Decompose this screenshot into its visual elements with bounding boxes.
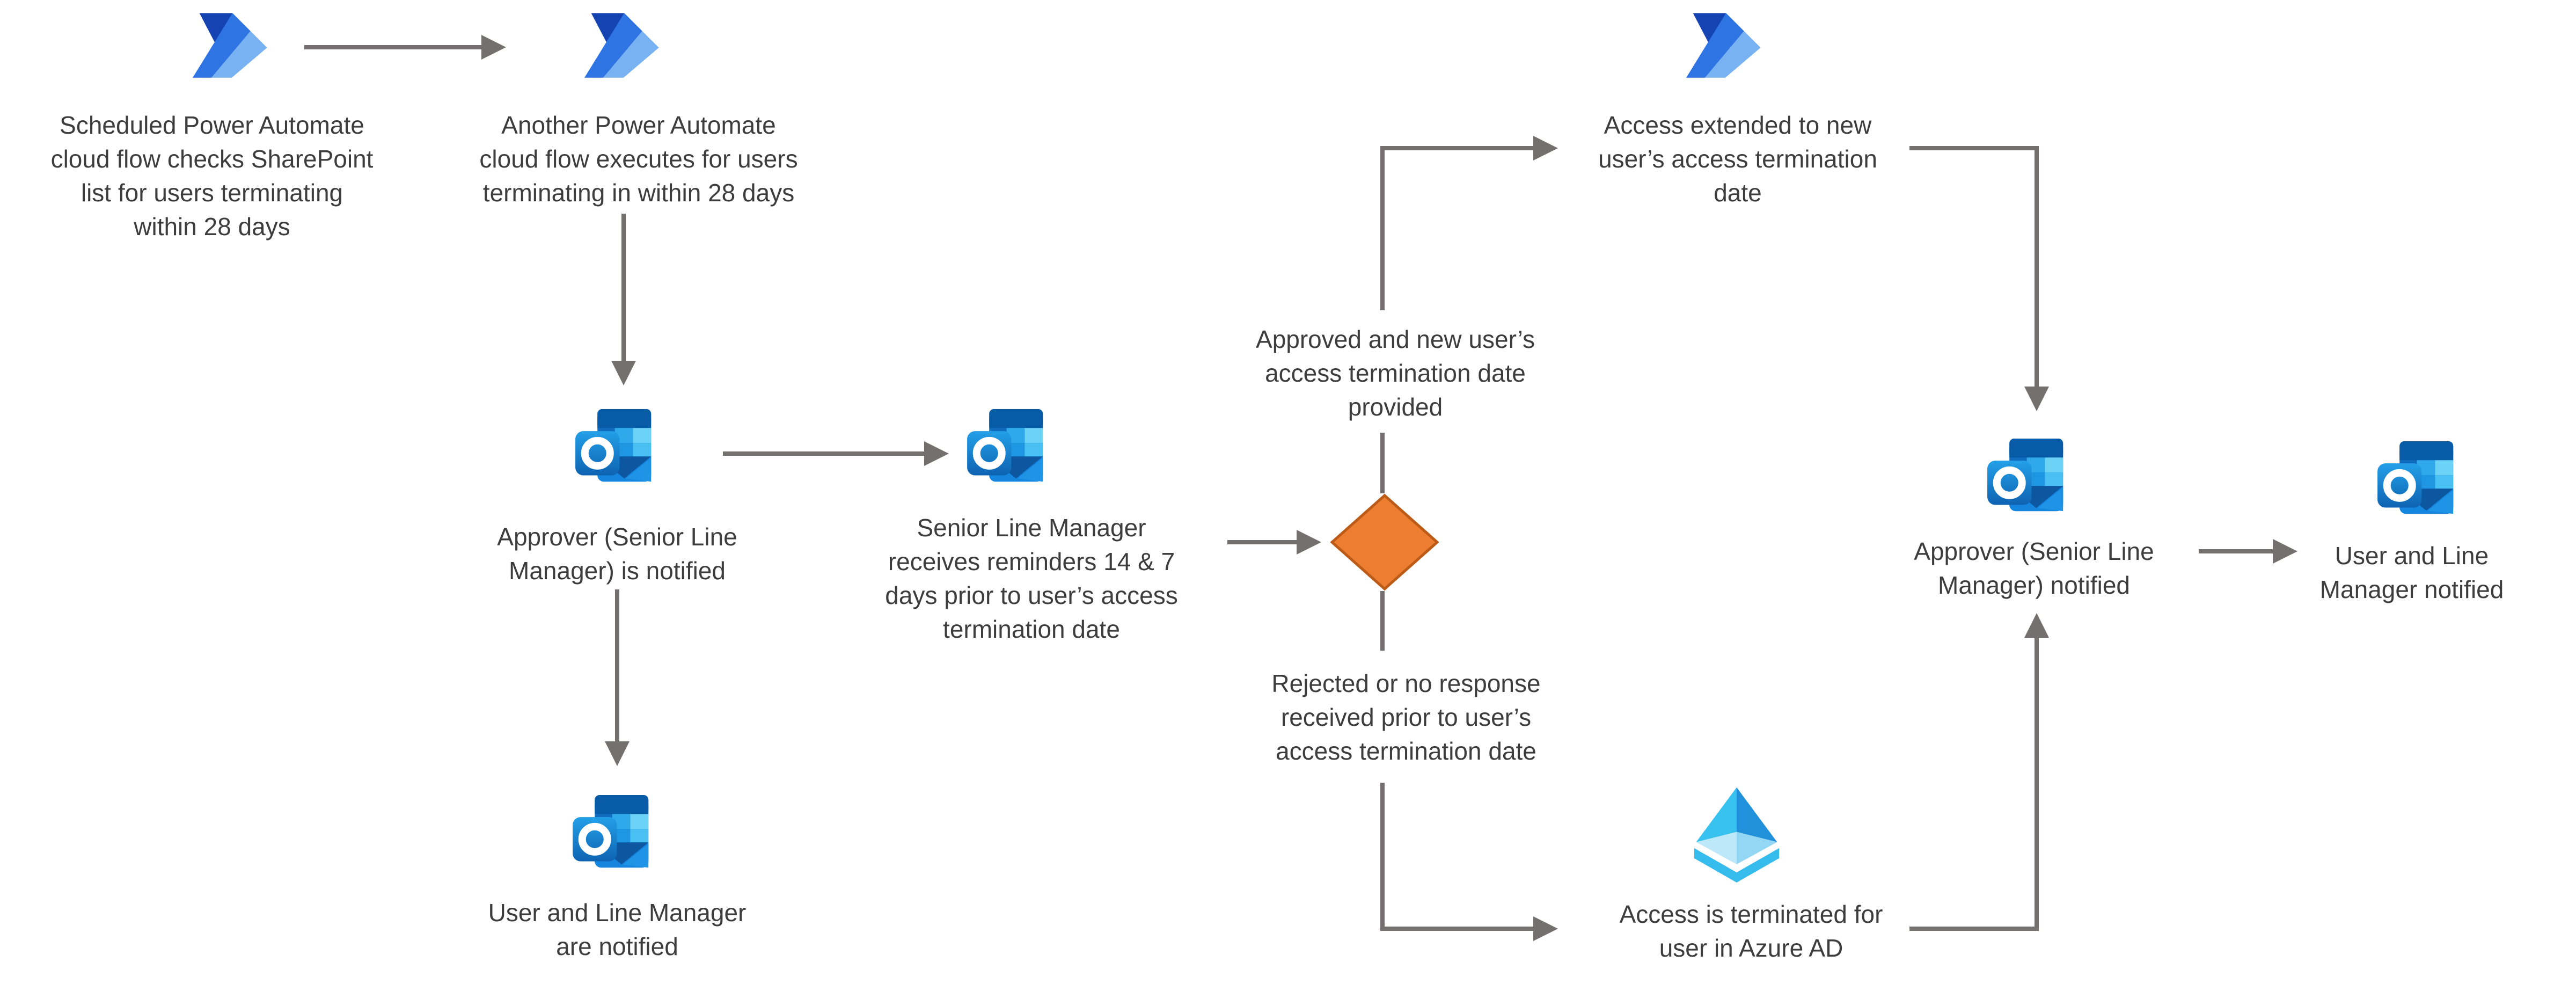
arrow-decision-rejected-elbow (1380, 591, 1558, 941)
power-automate-icon (584, 13, 659, 78)
outlook-icon (2376, 441, 2463, 520)
arrow-decision-approved-elbow (1380, 136, 1558, 493)
azure-ad-icon (1694, 787, 1780, 883)
arrow-scheduled-to-another (304, 35, 506, 60)
arrow-approver-notified-to-user-lm (2199, 539, 2297, 564)
arrow-reminders-to-decision (1227, 530, 1321, 555)
arrow-another-to-approver-notified (611, 214, 636, 385)
arrow-approver-to-user-lm (605, 589, 630, 766)
arrow-approver-to-reminders (723, 441, 949, 466)
power-automate-icon (1686, 13, 1761, 78)
arrow-terminated-to-approver-notified (1909, 613, 2049, 931)
outlook-icon (965, 409, 1052, 488)
outlook-icon (1986, 439, 2073, 517)
power-automate-icon (193, 13, 267, 78)
arrow-extended-to-approver-notified (1909, 146, 2049, 411)
decision-diamond (1330, 494, 1439, 591)
outlook-icon (571, 795, 658, 874)
outlook-icon (574, 409, 661, 488)
